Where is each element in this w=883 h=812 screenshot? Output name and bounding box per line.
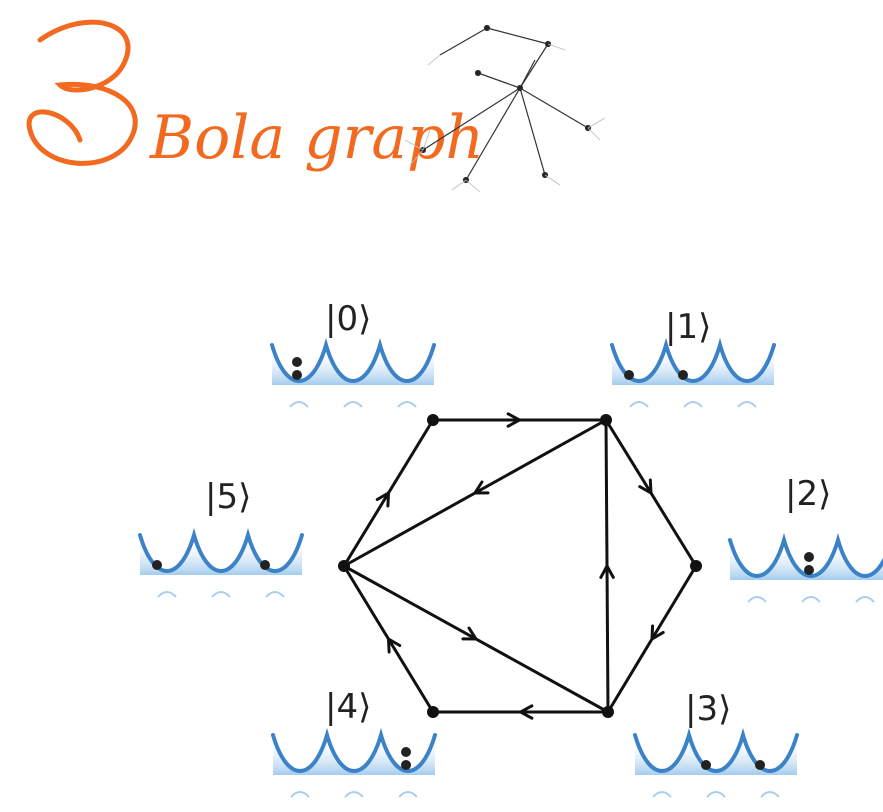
state-label: |0⟩	[325, 299, 371, 339]
atom-ball	[401, 747, 411, 757]
well-reflection	[653, 792, 671, 797]
logo: Bola graph	[29, 22, 605, 192]
triple-well-A	[272, 345, 434, 407]
well-reflection	[158, 592, 176, 597]
state-label: |1⟩	[665, 307, 711, 347]
well-curve	[612, 345, 774, 381]
well-reflection	[761, 792, 779, 797]
well-reflection	[345, 792, 363, 797]
well-reflection	[856, 597, 874, 602]
graph-node-F	[338, 560, 350, 572]
atom-ball	[755, 760, 765, 770]
well-reflection	[398, 402, 416, 407]
atom-ball	[152, 560, 162, 570]
state-label: |4⟩	[325, 687, 371, 727]
well-reflection	[707, 792, 725, 797]
well-reflection	[738, 402, 756, 407]
well-reflection	[630, 402, 648, 407]
graph-node-C	[690, 560, 702, 572]
well-reflection	[802, 597, 820, 602]
state-label: |2⟩	[785, 474, 831, 514]
atom-ball	[701, 760, 711, 770]
well-reflection	[291, 792, 309, 797]
triple-well-F	[140, 535, 302, 597]
atom-ball	[678, 370, 688, 380]
atom-ball	[624, 370, 634, 380]
atom-ball	[804, 565, 814, 575]
well-curve	[635, 735, 797, 771]
well-reflection	[399, 792, 417, 797]
graph-nodes	[338, 414, 702, 718]
graph-node-A	[427, 414, 439, 426]
triple-well-C	[730, 540, 883, 602]
atom-ball	[401, 760, 411, 770]
graph-node-E	[427, 706, 439, 718]
state-label: |5⟩	[205, 477, 251, 517]
logo-title: Bola graph	[149, 103, 484, 173]
well-reflection	[748, 597, 766, 602]
graph-edges	[344, 414, 696, 718]
triple-well-B	[612, 345, 774, 407]
well-reflection	[212, 592, 230, 597]
state-label: |3⟩	[685, 689, 731, 729]
well-reflection	[344, 402, 362, 407]
triple-well-D	[635, 735, 797, 797]
logo-b-swash	[29, 22, 135, 163]
atom-ball	[292, 370, 302, 380]
well-reflection	[290, 402, 308, 407]
well-reflection	[266, 592, 284, 597]
atom-ball	[804, 552, 814, 562]
triple-well-E	[273, 735, 435, 797]
potential-wells	[140, 345, 883, 797]
well-reflection	[684, 402, 702, 407]
atom-ball	[260, 560, 270, 570]
well-curve	[140, 535, 302, 571]
graph-node-B	[600, 414, 612, 426]
graph-node-D	[602, 706, 614, 718]
atom-ball	[292, 357, 302, 367]
